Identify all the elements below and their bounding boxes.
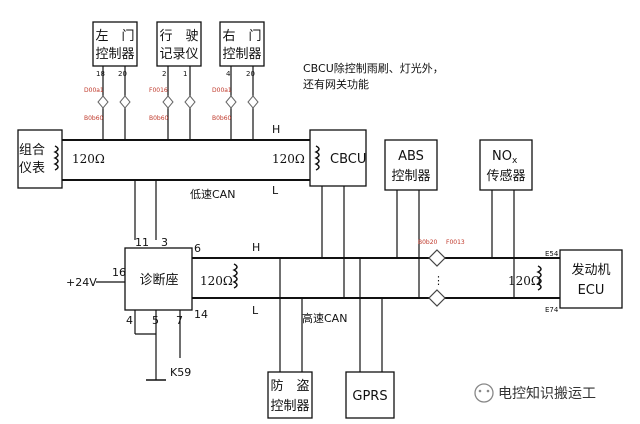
supply-label: +24V	[66, 276, 97, 289]
right-door-label-2: 控制器	[222, 47, 261, 62]
k59-label: K59	[170, 366, 191, 379]
right-door-controller: 右 门 控制器	[219, 21, 265, 67]
pin-4: 4	[226, 70, 231, 78]
code-5: D00a1	[212, 87, 232, 94]
high-can-label: 高速CAN	[302, 311, 347, 325]
resistor-cluster: 120Ω	[72, 152, 105, 166]
low-bus-l-label: L	[272, 184, 279, 197]
wechat-icon	[474, 383, 494, 403]
abs-controller: ABS 控制器	[384, 139, 438, 191]
pin-16: 16	[112, 266, 126, 279]
cbcu-note-line-1: CBCU除控制雨刷、灯光外，	[303, 61, 444, 75]
high-speed-can-bus	[210, 257, 560, 299]
low-can-label: 低速CAN	[190, 188, 235, 201]
ecu-label-1: 发动机	[571, 262, 610, 278]
code-3: F0016	[149, 87, 168, 94]
ecu-label-2: ECU	[578, 283, 605, 298]
pin-e54: E54	[545, 250, 559, 258]
pin-18: 18	[96, 70, 105, 78]
antitheft-label-2: 控制器	[270, 399, 309, 414]
resistor-cbcu: 120Ω	[272, 152, 305, 166]
pin-20b: 20	[246, 70, 255, 78]
recorder-label-1: 行 驶	[159, 29, 198, 44]
abs-label-2: 控制器	[391, 169, 430, 184]
code-7: B0b20	[418, 239, 438, 246]
gprs-module: GPRS	[345, 371, 395, 419]
low-bus-h-label: H	[272, 123, 280, 136]
cbcu-note-line-2: 还有网关功能	[303, 77, 369, 91]
code-6: B0b60	[212, 115, 232, 122]
code-8: F0013	[446, 239, 465, 246]
resistor-diag: 120Ω	[200, 274, 233, 288]
resistor-ecu: 120Ω	[508, 274, 541, 288]
left-door-label-2: 控制器	[95, 47, 134, 62]
right-door-label-1: 右 门	[222, 29, 261, 44]
anti-theft-controller: 防 盗 控制器	[267, 371, 313, 419]
cbcu-box: CBCU	[309, 129, 367, 187]
nox-label-1: NOx	[492, 149, 518, 166]
low-speed-can-bus	[62, 139, 310, 181]
instrument-cluster: 组合 仪表	[17, 129, 63, 189]
pin-e74: E74	[545, 306, 559, 314]
cluster-label-1: 组合	[19, 143, 45, 158]
cluster-label-2: 仪表	[19, 161, 45, 176]
code-4: B0b60	[149, 115, 169, 122]
nox-sensor: NOx 传感器	[479, 139, 533, 191]
pin-14: 14	[194, 308, 208, 321]
high-bus-h-label: H	[252, 241, 260, 254]
pin-20: 20	[118, 70, 127, 78]
engine-ecu: 发动机 ECU	[537, 249, 623, 309]
left-door-label-1: 左 门	[95, 29, 134, 44]
pin-6: 6	[194, 242, 201, 255]
left-door-controller: 左 门 控制器	[92, 21, 138, 67]
antitheft-label-1: 防 盗	[270, 378, 309, 394]
high-bus-l-label: L	[252, 304, 259, 317]
cbcu-label: CBCU	[330, 152, 366, 167]
code-1: D00a1	[84, 87, 104, 94]
pin-1: 1	[183, 70, 187, 78]
pin-4b: 4	[126, 314, 133, 327]
diag-label: 诊断座	[139, 273, 178, 288]
watermark-text: 电控知识搬运工	[498, 385, 596, 402]
connector-dots: ⋮	[433, 274, 444, 287]
recorder-label-2: 记录仪	[159, 47, 198, 62]
driving-recorder: 行 驶 记录仪	[156, 21, 202, 67]
abs-label-1: ABS	[398, 149, 424, 164]
nox-label-2: 传感器	[486, 168, 525, 184]
watermark: 电控知识搬运工	[474, 383, 596, 403]
pin-3: 3	[161, 236, 168, 249]
pin-11: 11	[135, 236, 149, 249]
code-2: B0b60	[84, 115, 104, 122]
diagnostic-socket: 诊断座	[124, 247, 193, 311]
gprs-label: GPRS	[352, 389, 387, 404]
pin-2: 2	[162, 70, 166, 78]
